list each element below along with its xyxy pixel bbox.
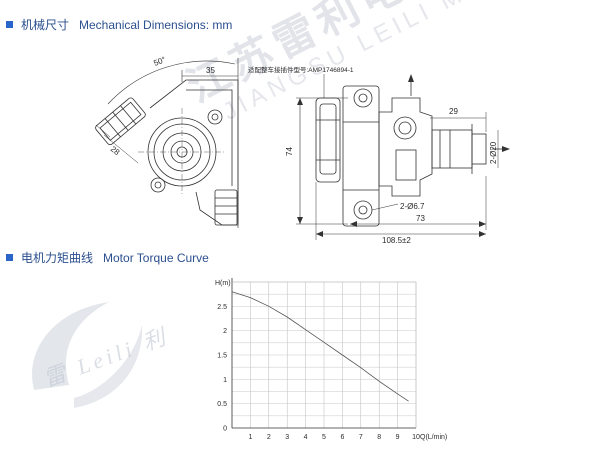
dim-29: 29 xyxy=(449,107,458,116)
section-title-cn: 电机力矩曲线 xyxy=(21,251,94,265)
mechanical-drawing: 50° 35 28 适配整车接插件型号:AMP1746894-1 29 74 2… xyxy=(95,55,510,245)
y-axis-label: H(m) xyxy=(215,280,231,287)
dim-108: 108.5±2 xyxy=(382,236,411,245)
section-title-cn: 机械尺寸 xyxy=(21,18,70,32)
chart-grid xyxy=(232,281,417,428)
chart-axes xyxy=(231,278,417,429)
bullet-square-icon xyxy=(6,254,13,261)
connector-note: 适配整车接插件型号:AMP1746894-1 xyxy=(248,65,354,74)
x-tick-label: 10 xyxy=(412,434,420,441)
dim-hole: 2-Ø6.7 xyxy=(400,202,425,211)
x-tick-label: 4 xyxy=(304,434,308,441)
x-tick-label: 2 xyxy=(267,434,271,441)
series-line-0 xyxy=(231,291,409,402)
dim-73: 73 xyxy=(416,214,425,223)
chart-series xyxy=(231,291,409,402)
pump-front-view xyxy=(95,58,239,228)
x-axis-label: Q(L/min) xyxy=(420,434,447,441)
x-tick-label: 7 xyxy=(359,434,363,441)
section-title-en: Mechanical Dimensions: mm xyxy=(79,17,233,32)
y-tick-label: 1.5 xyxy=(217,353,227,360)
y-tick-label: 2.5 xyxy=(217,304,227,311)
x-tick-label: 1 xyxy=(248,434,252,441)
dim-74: 74 xyxy=(285,147,294,156)
dim-angle: 50° xyxy=(152,55,167,68)
bullet-square-icon xyxy=(6,21,13,28)
section-title-torque: 电机力矩曲线 Motor Torque Curve xyxy=(6,249,209,266)
x-tick-label: 5 xyxy=(322,434,326,441)
pump-side-view xyxy=(296,74,506,240)
x-tick-label: 3 xyxy=(285,434,289,441)
section-title-mechanical: 机械尺寸 Mechanical Dimensions: mm xyxy=(6,16,232,33)
chart-labels: 1 2 3 4 5 6 7 8 9 10 0 0.5 1 1.5 2 2.5 H(m) Q(L/min) xyxy=(215,280,447,441)
x-tick-label: 6 xyxy=(340,434,344,441)
x-tick-label: 8 xyxy=(377,434,381,441)
x-tick-label: 9 xyxy=(396,434,400,441)
y-tick-label: 0.5 xyxy=(217,401,227,408)
dim-35: 35 xyxy=(206,66,215,75)
dim-outlet: 2-Ø20 xyxy=(489,141,498,164)
y-tick-label: 0 xyxy=(223,426,227,433)
section-title-en: Motor Torque Curve xyxy=(103,250,209,265)
y-tick-label: 2 xyxy=(223,328,227,335)
y-tick-label: 1 xyxy=(223,377,227,384)
